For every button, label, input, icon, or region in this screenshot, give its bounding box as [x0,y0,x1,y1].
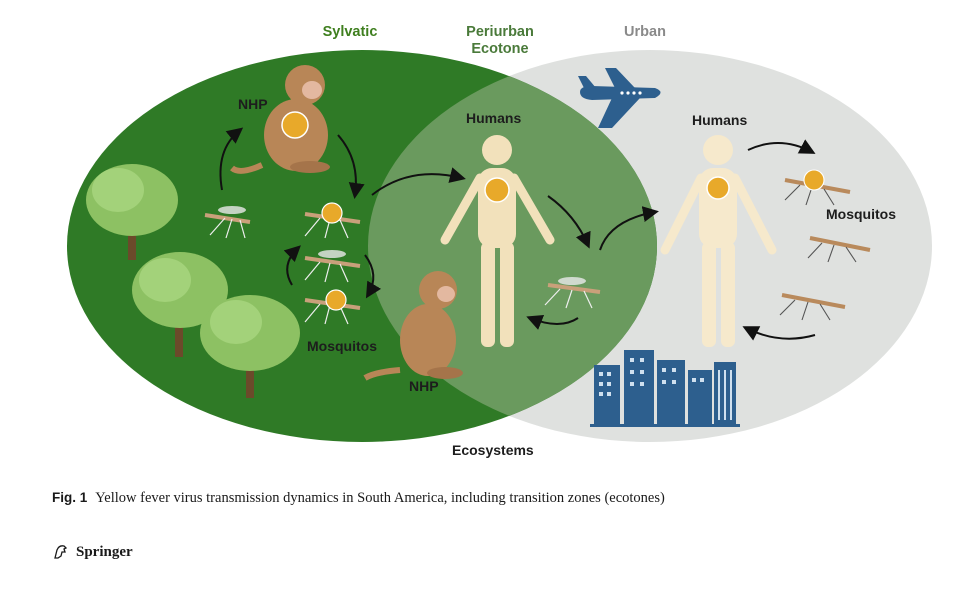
cycle-arrow [526,315,579,330]
mosquito-icon [807,236,871,263]
tree-icon [200,295,300,398]
virus-icon [325,289,347,311]
zone-label-periurban-line2: Ecotone [471,41,529,57]
airplane-icon [578,68,661,128]
zone-label-periurban: Periurban Ecotone [440,24,560,58]
cycle-arrow [599,206,659,251]
cycle-arrow [337,134,365,199]
mosquito-icon [304,250,361,283]
mosquito-icon [204,206,251,239]
mosquito-icon [544,277,601,309]
virus-icon [706,176,730,200]
mosquito-icon [304,202,361,239]
city-buildings-icon [590,350,740,427]
label-nhp-bottom: NHP [409,378,439,394]
virus-icon [803,169,825,191]
tree-icon [86,164,178,260]
figure-caption: Fig. 1 Yellow fever virus transmission dy… [52,490,932,507]
springer-horse-logo-icon [54,545,68,559]
tree-icon [132,252,228,357]
figure-caption-text: Yellow fever virus transmission dynamics… [95,490,665,506]
mosquito-icon [304,289,361,325]
cycle-arrow [219,127,244,191]
publisher-footer: Springer [52,543,133,561]
cycle-arrow [742,326,816,341]
cycle-arrow [547,195,591,249]
virus-icon [484,177,510,203]
mosquito-icon [779,293,846,321]
monkey-icon [230,65,330,174]
virus-icon [281,111,309,139]
cycle-arrow [371,167,466,196]
cycle-arrow [283,245,301,286]
label-ecosystems: Ecosystems [452,442,534,458]
transmission-arrows [219,127,816,341]
figure-diagram: Sylvatic Periurban Ecotone Urban NHP NHP… [67,24,932,458]
label-humans-center: Humans [466,110,522,126]
virus-icon [321,202,343,224]
label-mosquitos-right: Mosquitos [826,206,896,222]
label-mosquitos-left: Mosquitos [307,338,377,354]
label-nhp-top: NHP [238,96,268,112]
cycle-arrow [747,139,816,154]
figure-number: Fig. 1 [52,490,88,505]
zone-label-sylvatic: Sylvatic [322,24,378,40]
human-figure-icon [660,135,777,347]
human-figure-icon [440,135,555,347]
label-humans-right: Humans [692,112,748,128]
ecosystem-venn-diagram [67,50,932,442]
publisher-name: Springer [76,543,133,560]
mosquito-icon [784,169,851,206]
cycle-arrow [364,254,382,299]
zone-label-periurban-line1: Periurban [466,24,534,40]
zone-label-urban: Urban [624,24,666,40]
monkey-icon [363,271,463,381]
